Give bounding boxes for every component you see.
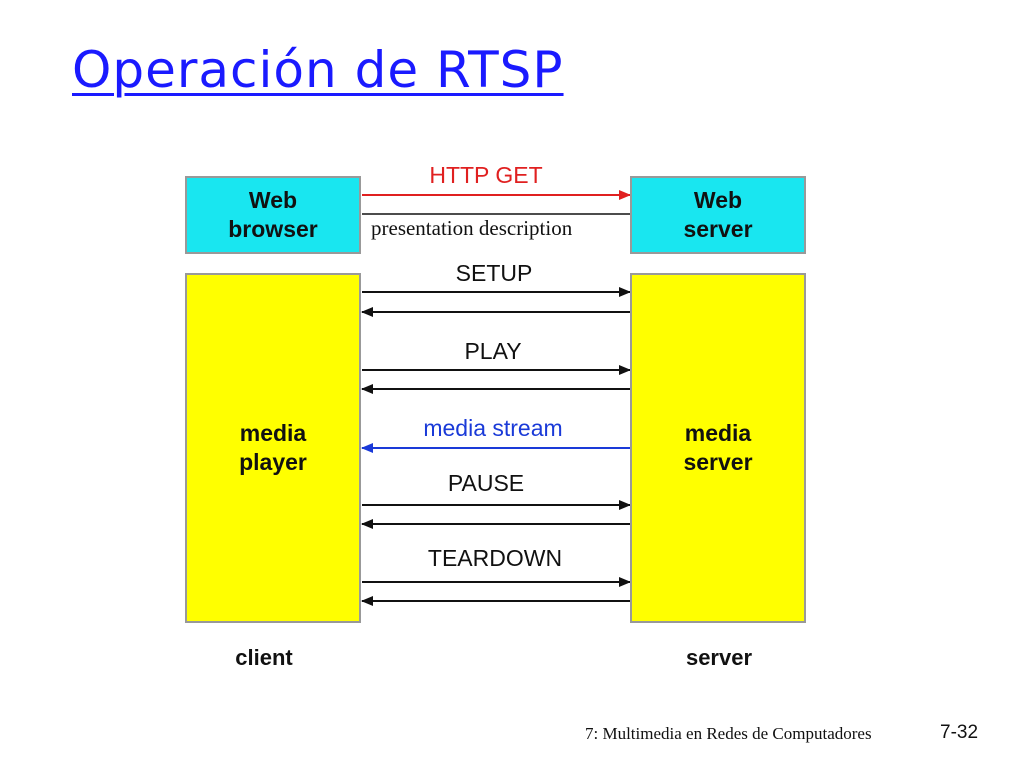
pause-label: PAUSE: [447, 470, 525, 496]
play-label: PLAY: [464, 338, 522, 364]
media-stream-label: media stream: [423, 415, 563, 441]
presentation-description-label: presentation description: [369, 216, 575, 241]
media-player-box: media player: [185, 273, 361, 623]
web-server-box: Web server: [630, 176, 806, 254]
teardown-label: TEARDOWN: [427, 545, 563, 571]
slide-title: Operación de RTSP: [72, 41, 564, 99]
setup-label: SETUP: [455, 260, 533, 286]
server-caption: server: [685, 645, 753, 670]
media-server-box: media server: [630, 273, 806, 623]
page-number: 7-32: [940, 722, 979, 743]
http-get-label: HTTP GET: [429, 162, 543, 188]
web-browser-box: Web browser: [185, 176, 361, 254]
client-caption: client: [235, 645, 293, 670]
footer-course-title: 7: Multimedia en Redes de Computadores: [585, 724, 872, 743]
